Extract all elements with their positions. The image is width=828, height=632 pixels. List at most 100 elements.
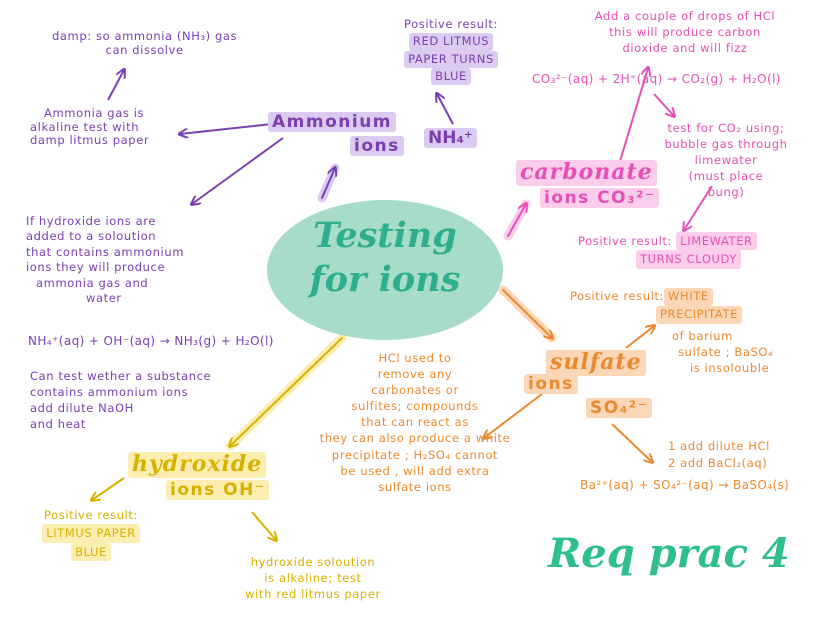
arrow-carbonate-to-acid <box>617 68 648 169</box>
carbonate-equation-text: CO₃²⁻(aq) + 2H⁺(aq) → CO₂(g) + H₂O(l) <box>532 72 781 86</box>
ammonium-wet-line2: contains ammonium ions <box>30 385 189 400</box>
sulfate-step2: 2 add BaCl₂(aq) <box>668 455 768 470</box>
sulfate-formula: SO₄²⁻ <box>586 398 653 419</box>
carbonate-equation: CO₃²⁻(aq) + 2H⁺(aq) → CO₂(g) + H₂O(l) <box>532 72 781 86</box>
ammonium-equation-text: NH₄⁺(aq) + OH⁻(aq) → NH₃(g) + H₂O(l) <box>28 334 274 348</box>
ammonium-hyd-line2: added to a soloution <box>26 229 157 244</box>
sulfate-formula-box: SO₄²⁻ <box>586 398 653 419</box>
ammonium-alkaline-note: Ammonia gas is alkaline test with damp l… <box>30 106 150 148</box>
hydroxide-result-label: Positive result: <box>44 508 138 522</box>
ammonium-heading-line2: ions <box>350 136 404 157</box>
sulfate-hcl-line4: sulfites; compounds <box>351 399 479 414</box>
ammonium-hyd-line6: water <box>86 291 122 306</box>
carbonate-acid-line2: this will produce carbon <box>609 25 761 40</box>
sulfate-result-line1: WHITE <box>664 288 713 306</box>
center-title-line1: Testing <box>313 215 457 256</box>
hydroxide-heading-line2: ions OH⁻ <box>166 480 270 501</box>
ammonium-heading: Ammonium <box>268 112 397 133</box>
ammonium-test-note: Can test wether a substance contains amm… <box>30 368 211 432</box>
sulfate-hcl-line7: precipitate ; H₂SO₄ cannot <box>331 447 499 462</box>
arrow-to-damp <box>107 70 124 101</box>
hydroxide-title2: ions OH⁻ <box>166 480 270 501</box>
arrow-sulfate-to-steps <box>611 423 652 462</box>
sulfate-equation: Ba²⁺(aq) + SO₄²⁻(aq) → BaSO₄(s) <box>580 478 789 492</box>
arrow-to-positive-result-ammonium <box>437 94 454 125</box>
ammonium-result-label: Positive result: <box>404 17 498 31</box>
carbonate-result-line2: TURNS CLOUDY <box>636 250 741 269</box>
hydroxide-solution-note: hydroxide soloution is alkaline; test wi… <box>218 554 408 602</box>
sulfate-title2: ions <box>524 374 578 395</box>
sulfate-hcl-line3: carbonates or <box>371 383 459 398</box>
ammonium-equation: NH₄⁺(aq) + OH⁻(aq) → NH₃(g) + H₂O(l) <box>28 334 274 348</box>
sulfate-barium-line3: is insolouble <box>690 361 770 376</box>
sulfate-hcl-line2: remove any <box>377 367 453 382</box>
hydroxide-result-line1: LITMUS PAPER <box>42 524 140 543</box>
carbonate-acid-line1: Add a couple of drops of HCl <box>594 9 776 23</box>
arrow-to-hydroxide <box>225 333 347 451</box>
ammonium-damp-note: damp: so ammonia (NH₃) gas can dissolve <box>52 29 238 57</box>
arrow-to-ammonium <box>317 163 340 203</box>
center-ellipse <box>267 200 503 340</box>
carbonate-heading: carbonate <box>516 159 657 186</box>
hydroxide-positive-result: Positive result: LITMUS PAPER BLUE <box>26 506 156 562</box>
carbonate-test-line5: bung) <box>707 185 745 200</box>
sulfate-positive-result: Positive result:WHITE PRECIPITATE <box>570 288 742 324</box>
carbonate-positive-result: Positive result: LIMEWATER TURNS CLOUDY <box>578 232 757 269</box>
arrow-ammonium-to-hydroxide-note <box>192 137 284 204</box>
sulfate-hcl-line9: sulfate ions <box>378 479 452 494</box>
ammonium-hyd-line3: that contains ammonium <box>26 244 185 259</box>
arrow-sulfate-to-result <box>625 326 654 349</box>
ammonium-alk-line1: Ammonia gas is <box>44 106 145 120</box>
carbonate-heading-line2: ions CO₃²⁻ <box>540 188 660 209</box>
carbonate-test-note: test for CO₂ using; bubble gas through l… <box>636 120 816 200</box>
carbonate-title: carbonate <box>516 159 657 186</box>
ammonium-result-line1: RED LITMUS <box>408 33 494 51</box>
footer-text: Req prac 4 <box>548 530 790 577</box>
ammonium-alk-line2: alkaline test with <box>30 119 140 134</box>
hydroxide-heading: hydroxide <box>128 451 267 478</box>
sulfate-title: sulfate <box>546 349 646 376</box>
ammonium-formula-box: NH₄⁺ <box>424 128 477 149</box>
ammonium-positive-result: Positive result: RED LITMUS PAPER TURNS … <box>386 16 516 85</box>
arrow-test-to-result <box>684 185 713 230</box>
carbonate-test-line3: limewater <box>694 153 758 168</box>
footer-label: Req prac 4 <box>548 530 790 577</box>
ammonium-alk-line3: damp litmus paper <box>30 133 150 148</box>
ammonium-title: Ammonium <box>268 112 397 133</box>
carbonate-test-line2: bubble gas through <box>664 137 788 152</box>
arrow-to-sulfate <box>498 285 557 343</box>
center-title-line2: for ions <box>309 258 461 300</box>
sulfate-heading-line2: ions <box>524 374 578 395</box>
arrow-to-carbonate <box>503 199 531 241</box>
ammonium-result-line3: BLUE <box>431 67 471 85</box>
sulfate-barium-line1: of barium <box>672 329 733 343</box>
ammonium-formula: NH₄⁺ <box>424 128 477 149</box>
sulfate-heading: sulfate <box>546 349 646 376</box>
sulfate-hcl-note: HCl used to remove any carbonates or sul… <box>290 350 540 495</box>
sulfate-hcl-line6: they can also produce a white <box>319 431 511 446</box>
hydroxide-result-line2: BLUE <box>71 542 111 562</box>
sulfate-steps: 1 add dilute HCl 2 add BaCl₂(aq) <box>668 438 770 471</box>
ammonium-wet-line1: Can test wether a substance <box>30 369 212 383</box>
hydroxide-sol-line2: is alkaline; test <box>264 571 362 586</box>
hydroxide-sol-line1: hydroxide soloution <box>250 555 376 569</box>
sulfate-barium-line2: sulfate ; BaSO₄ <box>678 345 774 360</box>
sulfate-hcl-line1: HCl used to <box>378 351 452 365</box>
center-title: Testing for ions <box>267 214 503 302</box>
ammonium-hydroxide-note: If hydroxide ions are added to a solouti… <box>26 214 184 306</box>
ammonium-hyd-line5: ammonia gas and <box>36 275 149 290</box>
ammonium-title2: ions <box>350 136 404 157</box>
arrow-ammonium-to-alkaline <box>180 123 273 134</box>
ammonium-hyd-line1: If hydroxide ions are <box>26 214 157 228</box>
ammonium-damp-line1: damp: so ammonia (NH₃) gas <box>52 29 238 43</box>
hydroxide-sol-line3: with red litmus paper <box>245 587 381 602</box>
sulfate-hcl-line5: that can react as <box>361 415 469 430</box>
sulfate-equation-text: Ba²⁺(aq) + SO₄²⁻(aq) → BaSO₄(s) <box>580 478 790 492</box>
carbonate-acid-line3: dioxide and will fizz <box>622 41 748 56</box>
carbonate-title2: ions CO₃²⁻ <box>540 188 660 209</box>
carbonate-result-line1: LIMEWATER <box>676 232 757 251</box>
ammonium-hyd-line4: ions they will produce <box>26 260 166 275</box>
arrow-hydroxide-to-solution <box>251 511 276 540</box>
carbonate-acid-note: Add a couple of drops of HCl this will p… <box>570 8 800 56</box>
